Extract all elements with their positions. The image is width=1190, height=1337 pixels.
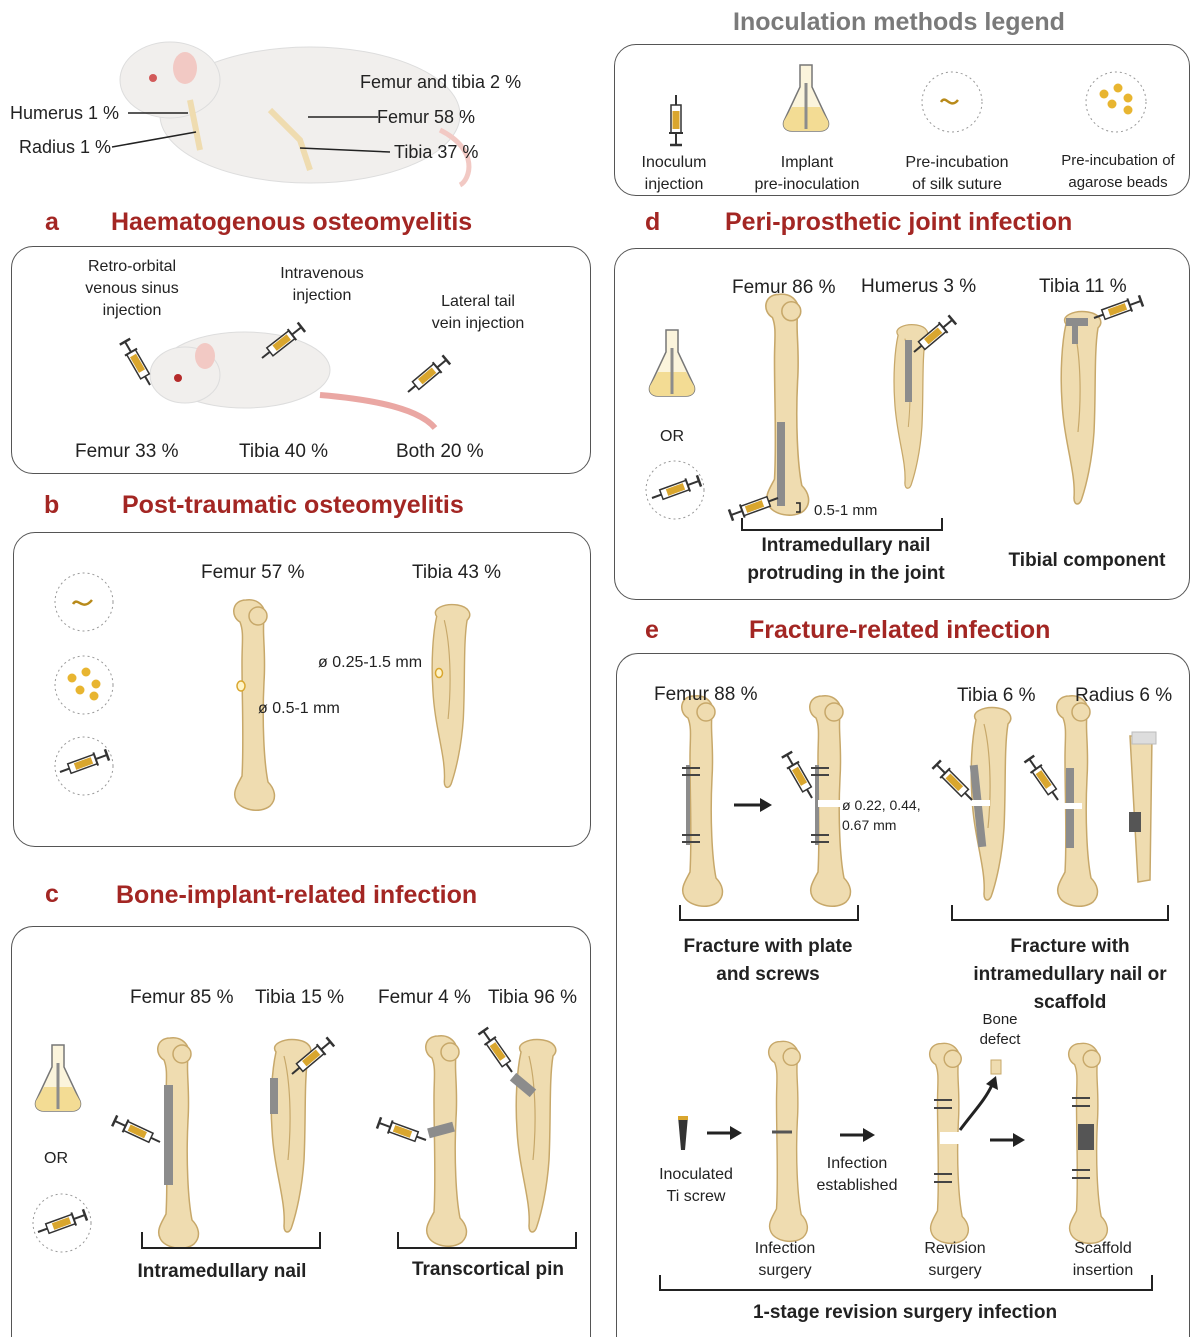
- panel-e-bone-defect-line-2: defect: [960, 1030, 1040, 1050]
- panel-e-step-2-line-2: surgery: [905, 1260, 1005, 1282]
- route-tail-line-2: vein injection: [408, 313, 548, 335]
- panel-b-tibia: Tibia 43 %: [412, 562, 501, 584]
- flask-icon-label-2: pre-inoculation: [740, 174, 874, 196]
- beads-icon-label-1: Pre-incubation of: [1050, 150, 1186, 172]
- panel-e-step-infection: Infection surgery: [735, 1238, 835, 1282]
- panel-d-or: OR: [660, 428, 684, 446]
- panel-e-nail-label: Fracture with intramedullary nail or sca…: [955, 933, 1185, 1017]
- syringe-icon-label-2: injection: [622, 174, 726, 196]
- route-iv-line-1: Intravenous: [252, 263, 392, 285]
- panel-c-nail-tibia: Tibia 15 %: [255, 987, 344, 1009]
- beads-icon-label-2: agarose beads: [1050, 172, 1186, 194]
- legend-item-suture: Pre-incubation of silk suture: [890, 152, 1024, 196]
- panel-a-route-tail: Lateral tail vein injection: [408, 291, 548, 335]
- panel-c-title: Bone-implant-related infection: [116, 881, 477, 910]
- panel-d-femur: Femur 86 %: [732, 277, 835, 299]
- legend-title: Inoculation methods legend: [733, 8, 1065, 37]
- panel-e-radius: Radius 6 %: [1075, 685, 1172, 707]
- legend-item-beads: Pre-incubation of agarose beads: [1050, 150, 1186, 194]
- syringe-icon-label-1: Inoculum: [622, 152, 726, 174]
- panel-a-route-retro: Retro-orbital venous sinus injection: [62, 256, 202, 322]
- panel-e-plate-label: Fracture with plate and screws: [664, 933, 872, 989]
- route-tail-line-1: Lateral tail: [408, 291, 548, 313]
- panel-e-step-1-line-1: Infection: [735, 1238, 835, 1260]
- panel-e-established-line-1: Infection: [807, 1153, 907, 1175]
- legend-item-flask: Implant pre-inoculation: [740, 152, 874, 196]
- panel-e-nail-label-1: Fracture with: [955, 933, 1185, 961]
- panel-e-step-revision: Revision surgery: [905, 1238, 1005, 1282]
- overview-tibia: Tibia 37 %: [394, 142, 478, 163]
- panel-c-or: OR: [44, 1150, 68, 1168]
- panel-e-plate-label-1: Fracture with plate: [664, 933, 872, 961]
- panel-e-screw-label: Inoculated Ti screw: [646, 1164, 746, 1208]
- legend-item-syringe: Inoculum injection: [622, 152, 726, 196]
- panel-c-nail-label: Intramedullary nail: [122, 1258, 322, 1286]
- route-retro-line-3: injection: [62, 300, 202, 322]
- panel-e-established-line-2: established: [807, 1175, 907, 1197]
- route-retro-line-2: venous sinus: [62, 278, 202, 300]
- panel-e-screw-line-2: Ti screw: [646, 1186, 746, 1208]
- panel-c-pin-tibia: Tibia 96 %: [488, 987, 577, 1009]
- panel-e-step-3-line-1: Scaffold: [1053, 1238, 1153, 1260]
- panel-e-nail-label-2: intramedullary nail or: [955, 961, 1185, 989]
- route-iv-line-2: injection: [252, 285, 392, 307]
- panel-d-title: Peri-prosthetic joint infection: [725, 208, 1072, 237]
- panel-a-femur: Femur 33 %: [75, 441, 178, 463]
- panel-c-pin-label: Transcortical pin: [388, 1256, 588, 1284]
- panel-a-both: Both 20 %: [396, 441, 484, 463]
- panel-e-bone-defect-line-1: Bone: [960, 1010, 1040, 1030]
- panel-e-established-label: Infection established: [807, 1153, 907, 1197]
- panel-e-step-2-line-1: Revision: [905, 1238, 1005, 1260]
- panel-e-gap-line-2: 0.67 mm: [842, 815, 921, 835]
- panel-a-title: Haematogenous osteomyelitis: [111, 208, 472, 237]
- panel-a-route-iv: Intravenous injection: [252, 263, 392, 307]
- panel-e-title: Fracture-related infection: [749, 616, 1050, 645]
- panel-b-title: Post-traumatic osteomyelitis: [122, 491, 464, 520]
- panel-d-tibia: Tibia 11 %: [1039, 276, 1127, 298]
- panel-b-femur: Femur 57 %: [201, 562, 304, 584]
- panel-e-letter: e: [645, 616, 659, 645]
- panel-e-bone-defect-label: Bone defect: [960, 1010, 1040, 1050]
- panel-d-humerus: Humerus 3 %: [861, 276, 976, 298]
- route-retro-line-1: Retro-orbital: [62, 256, 202, 278]
- panel-e-gap-line-1: ø 0.22, 0.44,: [842, 795, 921, 815]
- panel-b-femur-hole-size: ø 0.5-1 mm: [258, 700, 340, 718]
- panel-a-tibia: Tibia 40 %: [239, 441, 328, 463]
- panel-e-tibia: Tibia 6 %: [957, 685, 1036, 707]
- panel-a-letter: a: [45, 208, 59, 237]
- suture-icon-label-1: Pre-incubation: [890, 152, 1024, 174]
- panel-d-protrusion: 0.5-1 mm: [814, 502, 877, 519]
- overview-femur: Femur 58 %: [377, 107, 475, 128]
- flask-icon-label-1: Implant: [740, 152, 874, 174]
- panel-b-tibia-hole-size: ø 0.25-1.5 mm: [318, 654, 422, 672]
- panel-d-nail-label: Intramedullary nail protruding in the jo…: [726, 532, 966, 588]
- overview-radius: Radius 1 %: [19, 137, 111, 158]
- panel-d-tibial-label: Tibial component: [990, 547, 1184, 575]
- overview-humerus: Humerus 1 %: [10, 103, 119, 124]
- panel-e-gap-size: ø 0.22, 0.44, 0.67 mm: [842, 795, 921, 835]
- panel-e-screw-line-1: Inoculated: [646, 1164, 746, 1186]
- panel-e-step-3-line-2: insertion: [1053, 1260, 1153, 1282]
- panel-e-step-scaffold: Scaffold insertion: [1053, 1238, 1153, 1282]
- overview-femur-tibia: Femur and tibia 2 %: [360, 72, 521, 93]
- panel-e-revision-label: 1-stage revision surgery infection: [700, 1299, 1110, 1327]
- suture-icon-label-2: of silk suture: [890, 174, 1024, 196]
- panel-b-letter: b: [44, 491, 59, 520]
- panel-e-step-1-line-2: surgery: [735, 1260, 835, 1282]
- panel-c-nail-femur: Femur 85 %: [130, 987, 233, 1009]
- panel-d-nail-label-1: Intramedullary nail: [726, 532, 966, 560]
- panel-c-letter: c: [45, 880, 59, 909]
- panel-d-letter: d: [645, 208, 660, 237]
- panel-d-nail-label-2: protruding in the joint: [726, 560, 966, 588]
- panel-c-pin-femur: Femur 4 %: [378, 987, 471, 1009]
- panel-e-plate-label-2: and screws: [664, 961, 872, 989]
- panel-e-femur: Femur 88 %: [654, 684, 757, 706]
